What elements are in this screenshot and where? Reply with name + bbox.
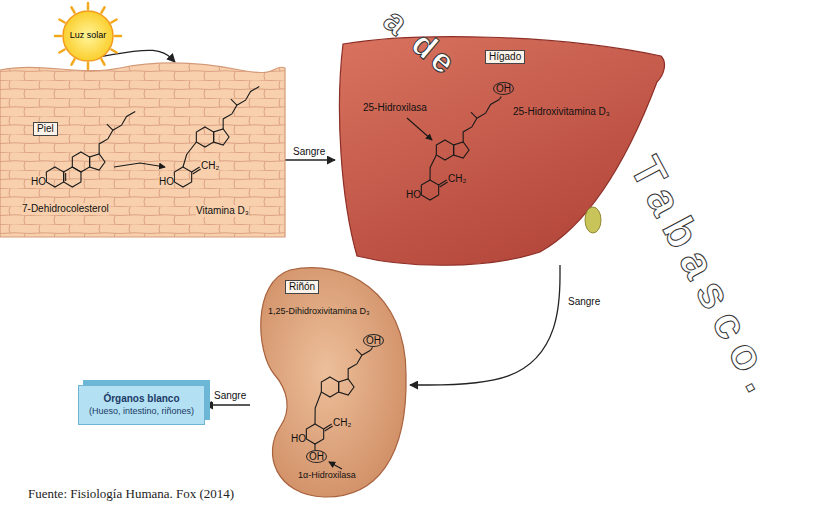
reaction-arrow <box>114 163 165 167</box>
edge-label: Sangre <box>566 296 602 308</box>
molecule-ring <box>174 167 191 187</box>
molecule-bond <box>463 100 499 142</box>
chemical-group: HO <box>291 433 306 444</box>
molecule-bond <box>439 180 447 185</box>
sun-ray <box>102 59 105 64</box>
sun-ray <box>115 35 121 38</box>
source-caption: Fuente: Fisiología Humana. Fox (2014) <box>28 486 234 502</box>
box-heading: Órganos blanco <box>89 393 194 406</box>
hydroxyl-group: OH <box>493 82 514 95</box>
molecule-bond <box>183 142 196 167</box>
sun-disc <box>63 11 113 61</box>
sun-ray <box>111 20 116 23</box>
kidney-organ: Riñón 1,25-Dihidroxivitamina D₃ 1α-Hidroxi… <box>250 262 410 500</box>
molecule-bond <box>356 349 362 355</box>
sun-label: Luz solar <box>70 30 107 41</box>
molecule-bond <box>430 155 436 180</box>
molecule-bond <box>193 169 201 174</box>
molecule-bond <box>231 99 237 105</box>
molecule-ring <box>436 140 453 160</box>
molecule-bond <box>371 347 373 350</box>
kidney-organ-drawing <box>250 262 410 500</box>
sun-ray <box>72 59 75 64</box>
molecule-bond <box>65 173 66 181</box>
molecule-name: 7-Dehidrocolesterol <box>22 203 109 215</box>
skin-region: Piel 7-Dehidrocolesterol Vitamina D₃ <box>0 62 285 237</box>
molecule-ring <box>72 152 89 172</box>
enzyme-name: 1α-Hidroxilasa <box>298 470 356 480</box>
hydroxyl-group: OH <box>363 334 384 347</box>
molecule-bond <box>348 350 370 379</box>
region-tag: Piel <box>33 122 58 136</box>
chemical-group: HO <box>159 176 174 187</box>
sun-ray <box>87 63 90 69</box>
liver-organ-drawing <box>335 30 665 265</box>
edge-label: Sangre <box>291 146 327 158</box>
molecule-bond <box>315 392 321 424</box>
region-tag: Hígado <box>485 50 525 64</box>
molecule-bond <box>440 182 448 187</box>
chemical-group: HO <box>406 189 421 200</box>
molecule-bond <box>99 112 135 154</box>
sun-ray <box>102 7 105 12</box>
sun-ray <box>72 7 75 12</box>
molecule-bond <box>325 426 333 431</box>
molecule-ring <box>46 167 63 187</box>
molecule-ring <box>339 379 354 395</box>
box-body: (Hueso, intestino, riñones) <box>89 406 194 417</box>
sun-ray <box>87 3 90 9</box>
molecule-structure <box>306 347 372 450</box>
enzyme-name: 25-Hidroxilasa <box>363 102 427 114</box>
sun-ray <box>59 20 64 23</box>
molecule-ring <box>421 180 438 200</box>
molecule-bond <box>223 87 259 129</box>
kidney-outline <box>261 268 406 497</box>
chemical-group: CH₂ <box>333 417 351 428</box>
reaction-arrow <box>407 118 432 140</box>
molecule-name: 1,25-Dihidroxivitamina D₃ <box>268 306 370 316</box>
molecule-structure <box>174 87 259 187</box>
molecule-ring <box>454 142 469 158</box>
blood-flow-arrow <box>410 265 560 385</box>
molecule-bond <box>499 97 501 100</box>
sun-circle: Luz solar <box>63 11 113 61</box>
liver-organ: Hígado 25-Hidroxilasa 25-Hidroxivitamina D… <box>335 30 665 265</box>
reaction-arrow <box>329 462 342 469</box>
molecule-bond <box>192 167 200 172</box>
molecule-bond <box>324 424 332 429</box>
molecule-name: Vitamina D₃ <box>196 205 249 217</box>
chemical-group: CH₂ <box>201 160 219 171</box>
region-tag: Riñón <box>285 280 319 294</box>
molecule-ring <box>321 377 338 397</box>
gallbladder <box>585 207 601 233</box>
target-box: Órganos blanco(Hueso, intestino, riñones… <box>78 385 205 425</box>
chemical-group: HO <box>31 176 46 187</box>
liver-outline <box>339 37 664 266</box>
sun-ray <box>111 50 116 53</box>
molecule-ring <box>90 154 105 170</box>
molecule-ring <box>214 129 229 145</box>
blood-flow-arrow <box>102 50 175 62</box>
watermark: Tabasco. <box>623 150 787 407</box>
molecule-ring <box>196 127 213 147</box>
chemical-group: CH₂ <box>448 173 466 184</box>
skin-tissue <box>0 63 285 237</box>
molecule-name: 25-Hidroxivitamina D₃ <box>513 106 610 118</box>
edge-label: Sangre <box>212 390 248 402</box>
molecule-structure <box>46 112 135 187</box>
blood-flow-arrow <box>285 159 335 160</box>
molecule-bond <box>471 112 477 118</box>
hydroxyl-group: OH <box>306 450 327 463</box>
sun-ray <box>59 50 64 53</box>
molecule-structure <box>421 97 501 200</box>
sun-ray <box>55 35 61 38</box>
blood-flow-arrow <box>205 404 250 405</box>
molecule-ring <box>306 424 323 444</box>
molecule-bond <box>107 124 113 130</box>
